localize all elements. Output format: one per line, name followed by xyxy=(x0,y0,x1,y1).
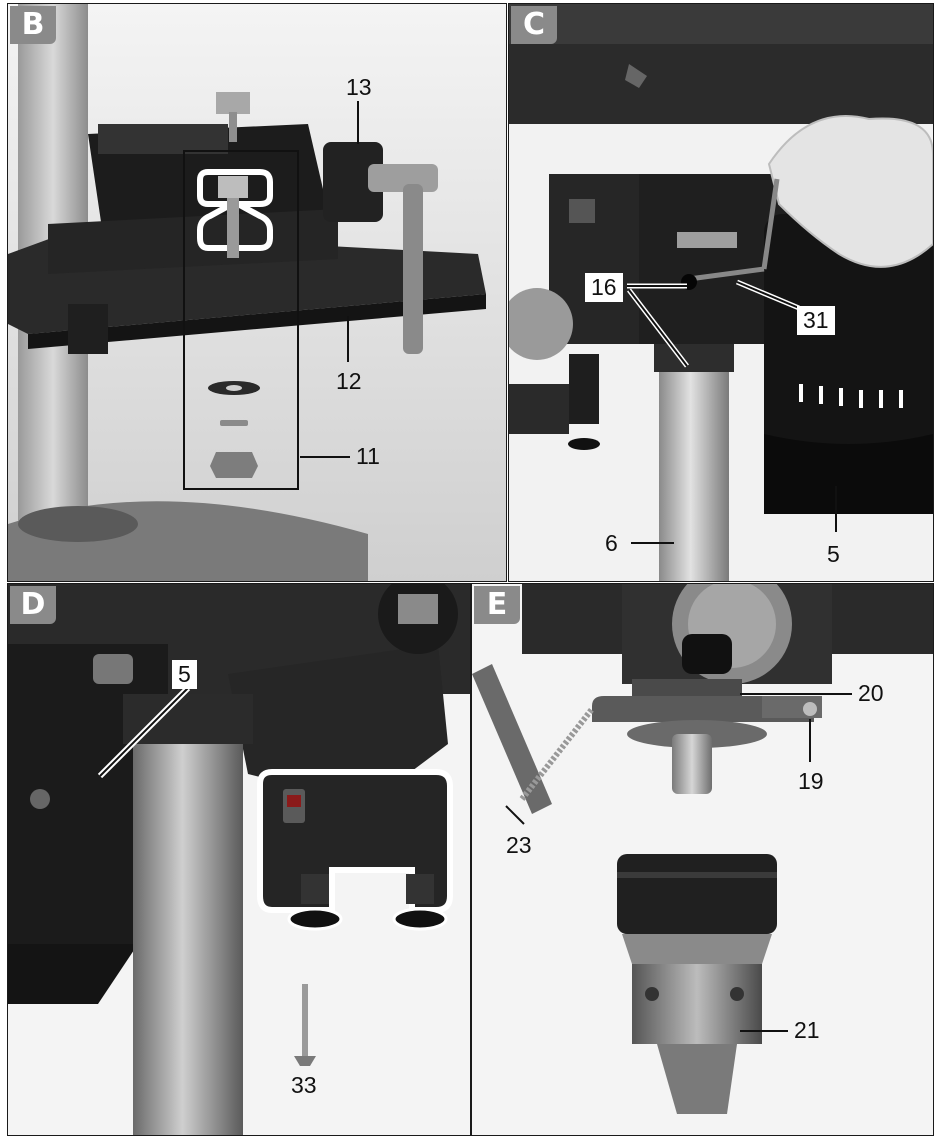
callout-23: 23 xyxy=(506,832,532,858)
leader-lines-d xyxy=(97,685,191,779)
callout-5: 5 xyxy=(827,541,840,567)
callout-31: 31 xyxy=(797,306,835,335)
panel-label-b: B xyxy=(10,6,56,44)
callout-11: 11 xyxy=(356,443,380,469)
callout-21: 21 xyxy=(794,1017,820,1043)
figure-panel-d: 5 33 D xyxy=(8,584,470,1135)
leader-lines-e xyxy=(505,693,852,1032)
callout-13: 13 xyxy=(346,74,372,100)
figure-panel-c: 16 31 6 5 C xyxy=(509,4,933,581)
figure-panel-b: 13 12 11 B xyxy=(8,4,506,581)
figure-panel-e: 20 19 23 21 E xyxy=(472,584,933,1135)
photo-drill-press-vise xyxy=(8,4,506,581)
callout-5-d: 5 xyxy=(172,660,197,689)
panel-label-e: E xyxy=(474,586,520,624)
callout-33: 33 xyxy=(291,1072,317,1098)
panel-label-c: C xyxy=(511,6,557,44)
photo-chuck-installation xyxy=(472,584,933,1135)
callout-20: 20 xyxy=(858,680,884,706)
callout-12: 12 xyxy=(336,368,362,394)
panel-label-d: D xyxy=(10,586,56,624)
callout-6: 6 xyxy=(605,530,618,556)
leader-lines-b xyxy=(300,101,359,458)
callout-16: 16 xyxy=(585,273,623,302)
callout-19: 19 xyxy=(798,768,824,794)
photo-switch-mounting xyxy=(8,584,470,1135)
photo-drill-head-adjustment xyxy=(509,4,933,581)
leader-lines-c xyxy=(627,279,837,544)
